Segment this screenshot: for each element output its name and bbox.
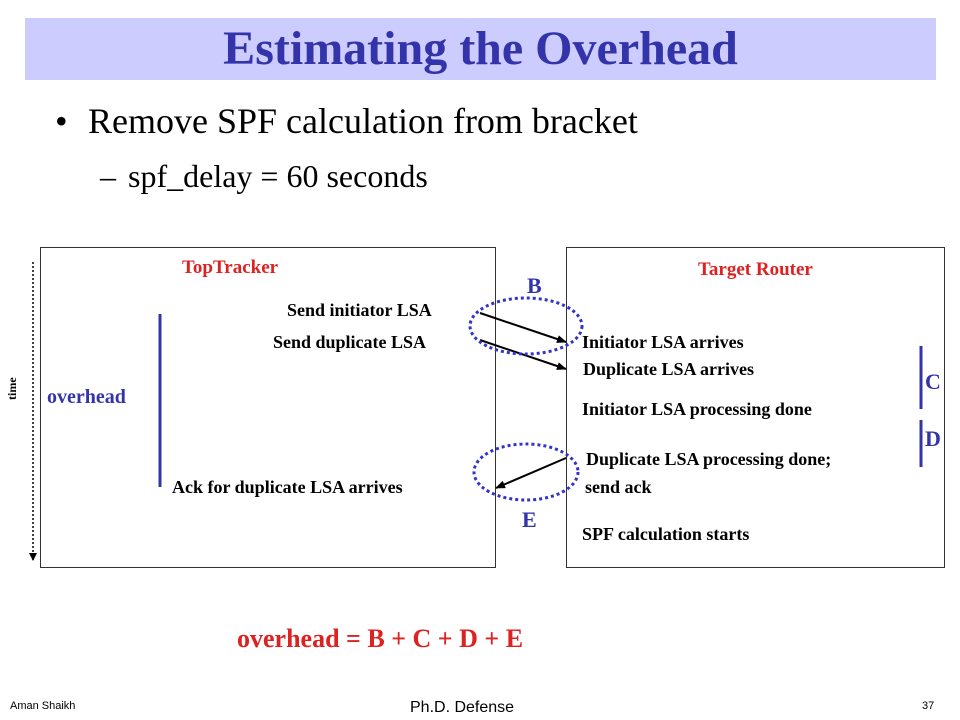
marker-c: C — [925, 369, 941, 394]
target-router-title: Target Router — [698, 259, 813, 280]
page-number: 37 — [922, 700, 935, 712]
overhead-label: overhead — [47, 386, 126, 408]
overhead-formula: overhead = B + C + D + E — [237, 624, 524, 653]
marker-d: D — [925, 426, 941, 451]
e-ellipse — [472, 442, 580, 502]
initiator-lsa-arrow — [479, 312, 567, 343]
marker-b: B — [527, 273, 542, 298]
footer-author: Aman Shaikh — [10, 700, 76, 712]
slide-title: Estimating the Overhead — [223, 22, 738, 75]
event-send-ack: send ack — [585, 477, 652, 497]
event-spf-starts: SPF calculation starts — [582, 524, 750, 544]
b-ellipse — [468, 296, 584, 356]
time-label: time — [5, 377, 19, 400]
sub-bullet-dash: – — [100, 158, 116, 194]
event-duplicate-processed: Duplicate LSA processing done; — [586, 449, 832, 469]
toptracker-title: TopTracker — [182, 257, 279, 278]
title-bar — [25, 18, 936, 80]
event-ack-arrives: Ack for duplicate LSA arrives — [172, 477, 403, 497]
event-send-initiator: Send initiator LSA — [287, 300, 432, 320]
duplicate-lsa-arrow — [479, 339, 567, 370]
event-send-duplicate: Send duplicate LSA — [273, 332, 427, 352]
marker-e: E — [522, 507, 537, 532]
ack-arrow — [495, 457, 567, 489]
event-duplicate-arrives: Duplicate LSA arrives — [583, 359, 754, 379]
sub-bullet-text: spf_delay = 60 seconds — [128, 158, 428, 194]
target-router-box — [566, 247, 945, 568]
toptracker-box — [40, 247, 496, 568]
event-initiator-arrives: Initiator LSA arrives — [582, 332, 744, 352]
footer-center: Ph.D. Defense — [410, 699, 515, 716]
bullet-text: Remove SPF calculation from bracket — [88, 101, 638, 141]
bullet-marker: • — [55, 101, 68, 141]
event-initiator-processed: Initiator LSA processing done — [582, 399, 812, 419]
